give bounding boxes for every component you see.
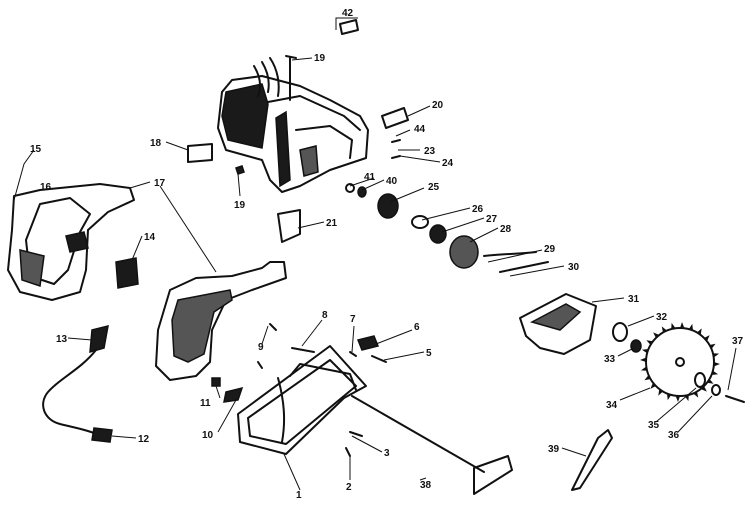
blade-tooth	[653, 332, 660, 338]
blade-tooth	[640, 366, 648, 371]
blade-tooth	[688, 323, 694, 331]
callout-37: 37	[732, 336, 744, 347]
motor-housing	[217, 57, 369, 193]
blade-tooth	[704, 335, 710, 342]
blade-tooth	[709, 343, 716, 349]
callout-12: 12	[138, 434, 150, 445]
handle-assembly	[7, 183, 135, 301]
callout-29: 29	[544, 244, 556, 255]
callout-25: 25	[428, 182, 440, 193]
blade-tooth	[712, 353, 720, 358]
label-plate-42	[339, 19, 359, 35]
blade-washers	[612, 322, 745, 403]
leader-lines	[13, 17, 737, 491]
callout-40: 40	[386, 176, 398, 187]
callout-27: 27	[486, 214, 498, 225]
blade-tooth	[711, 370, 719, 376]
blade-tooth	[693, 391, 699, 398]
blade-tooth	[700, 386, 707, 392]
callout-9: 9	[258, 342, 264, 353]
callout-33: 33	[604, 354, 616, 365]
power-cord	[42, 324, 113, 443]
callout-20: 20	[432, 100, 444, 111]
callout-6: 6	[414, 322, 420, 333]
saw-blade	[640, 322, 720, 402]
callout-3: 3	[384, 448, 390, 459]
blade-tooth	[706, 379, 714, 384]
callout-38: 38	[420, 480, 432, 491]
blade-tooth	[671, 322, 676, 330]
small-hardware	[211, 55, 549, 457]
callout-34: 34	[606, 400, 618, 411]
blade-tooth	[666, 393, 672, 401]
callout-7: 7	[350, 314, 356, 325]
callout-35: 35	[648, 420, 660, 431]
switch-14	[115, 257, 139, 289]
blade-tooth	[641, 348, 649, 354]
label-plate-20	[381, 107, 409, 129]
callout-30: 30	[568, 262, 580, 273]
callout-23: 23	[424, 146, 436, 157]
blade-tooth	[713, 362, 720, 367]
callout-18: 18	[150, 138, 162, 149]
callout-17: 17	[154, 178, 166, 189]
callout-8: 8	[322, 310, 328, 321]
blade-tooth	[675, 395, 680, 402]
handle-half-17	[155, 261, 287, 381]
blade-tooth	[646, 340, 654, 345]
rip-fence	[351, 395, 513, 495]
callout-5: 5	[426, 348, 432, 359]
blade-tooth	[661, 326, 667, 333]
blade-tooth	[640, 357, 647, 362]
callout-44: 44	[414, 124, 426, 135]
callout-28: 28	[500, 224, 512, 235]
callout-19-top: 19	[314, 53, 326, 64]
callout-21: 21	[326, 218, 338, 229]
callout-36: 36	[668, 430, 680, 441]
callout-13: 13	[56, 334, 68, 345]
blade-tooth	[644, 375, 651, 381]
label-plate-21	[277, 209, 301, 243]
blade-tooth	[658, 388, 663, 396]
callout-39: 39	[548, 444, 560, 455]
callout-16: 16	[40, 182, 52, 193]
blade-tooth	[697, 328, 702, 336]
callout-14: 14	[144, 232, 156, 243]
wrench-39	[571, 429, 613, 491]
callout-15: 15	[30, 144, 42, 155]
callout-26: 26	[472, 204, 484, 215]
lower-guard-31	[519, 293, 597, 355]
callout-42: 42	[342, 8, 354, 19]
base-plate	[237, 345, 367, 455]
callout-31: 31	[628, 294, 640, 305]
callouts: 42 19 20 44 23 24 18 19 15 16 17 14 21 4…	[30, 8, 744, 501]
label-plate-18	[187, 143, 213, 163]
callout-32: 32	[656, 312, 668, 323]
blade-tooth	[650, 382, 656, 389]
spindle-components	[345, 183, 479, 269]
callout-10: 10	[202, 430, 214, 441]
callout-41: 41	[364, 172, 376, 183]
callout-1: 1	[296, 490, 302, 501]
callout-24: 24	[442, 158, 454, 169]
callout-11: 11	[200, 398, 211, 409]
callout-19-bottom: 19	[234, 200, 246, 211]
blade-tooth	[680, 322, 685, 329]
callout-2: 2	[346, 482, 352, 493]
